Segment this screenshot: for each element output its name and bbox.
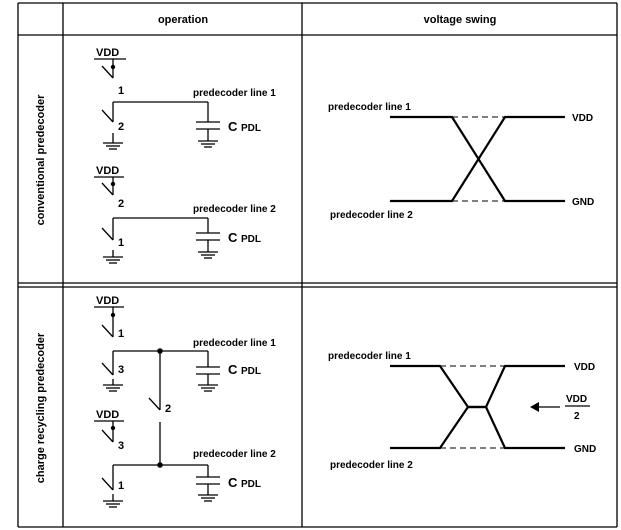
switch-number: 1 — [118, 328, 124, 340]
gnd-level-label: GND — [572, 197, 594, 208]
swing-line-2-label: predecoder line 2 — [330, 460, 413, 471]
predecoder-line-1-label: predecoder line 1 — [193, 338, 276, 349]
swing-line-1-label: predecoder line 1 — [328, 351, 411, 362]
table-grid — [17, 2, 618, 528]
switch-number: 3 — [118, 364, 124, 376]
recycling-swing: predecoder line 1 predecoder line 2 VDD … — [328, 351, 596, 471]
predecoder-line-2-label: predecoder line 2 — [193, 449, 276, 460]
swing-line-2-label: predecoder line 2 — [330, 210, 413, 221]
header-voltage-swing: voltage swing — [424, 14, 497, 26]
cap-label: C — [228, 362, 238, 377]
vdd-label: VDD — [96, 47, 119, 59]
switch-number: 2 — [118, 198, 124, 210]
vdd-label: VDD — [96, 409, 119, 421]
vdd-level-label: VDD — [572, 113, 593, 124]
recycling-circuit: VDD 1 3 predecoder line 1 C PDL 2 VDD — [94, 295, 276, 508]
predecoder-line-1-label: predecoder line 1 — [193, 88, 276, 99]
vdd-label: VDD — [96, 295, 119, 307]
switch-number: 2 — [165, 403, 171, 415]
half-vdd-numerator: VDD — [566, 394, 587, 405]
cap-sub-label: PDL — [241, 366, 261, 377]
cap-sub-label: PDL — [241, 479, 261, 490]
cap-label: C — [228, 475, 238, 490]
cap-label: C — [228, 230, 238, 245]
switch-number: 2 — [118, 121, 124, 133]
half-vdd-denominator: 2 — [574, 411, 580, 422]
switch-number: 1 — [118, 480, 124, 492]
switch-number: 3 — [118, 440, 124, 452]
cap-sub-label: PDL — [241, 234, 261, 245]
row-label-conventional: conventional predecoder — [35, 94, 47, 226]
cap-label: C — [228, 119, 238, 134]
conventional-circuit: VDD 1 2 predecoder line 1 C PDL VDD 2 — [94, 47, 276, 264]
gnd-level-label: GND — [574, 444, 596, 455]
conventional-swing: predecoder line 1 predecoder line 2 VDD … — [328, 102, 594, 221]
row-label-recycling: charge recycling predecoder — [35, 332, 47, 483]
vdd-label: VDD — [96, 165, 119, 177]
swing-line-1-label: predecoder line 1 — [328, 102, 411, 113]
cap-sub-label: PDL — [241, 123, 261, 134]
switch-number: 1 — [118, 237, 124, 249]
vdd-level-label: VDD — [574, 362, 595, 373]
switch-number: 1 — [118, 85, 124, 97]
header-operation: operation — [158, 14, 208, 26]
predecoder-line-2-label: predecoder line 2 — [193, 204, 276, 215]
